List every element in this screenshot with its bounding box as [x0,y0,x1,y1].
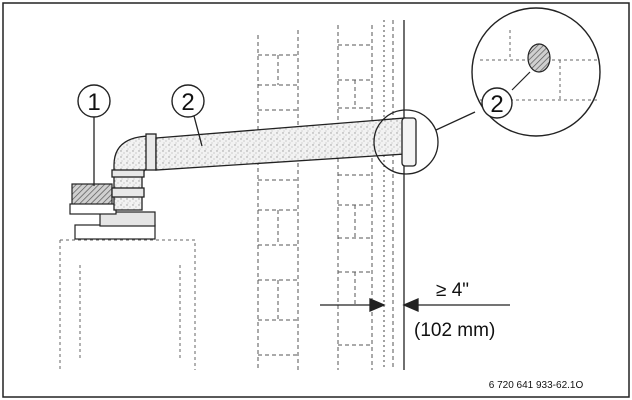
detail-callout-label: 2 [490,91,503,118]
vent-elbow [111,133,157,211]
clearance-dimension [320,298,510,312]
clearance-inches: ≥ 4" [436,280,469,301]
appliance-body [59,239,196,370]
detail-callout-circle [481,87,513,119]
vent-pipe [155,117,406,171]
flue-collar [69,183,156,240]
figure-reference: 6 720 641 933-62.1O [489,380,584,391]
brick-wall [257,20,394,370]
detail-leader [435,111,476,131]
callout-2-circle [171,84,205,118]
callout-1-label: 1 [87,89,100,116]
detail-marker-circle [373,109,439,175]
clearance-mm: (102 mm) [414,320,495,341]
wall-terminal [401,117,417,167]
callout-2-label: 2 [181,89,194,116]
detail-sealant-bead [527,43,551,73]
callout-2-leader [193,115,203,147]
